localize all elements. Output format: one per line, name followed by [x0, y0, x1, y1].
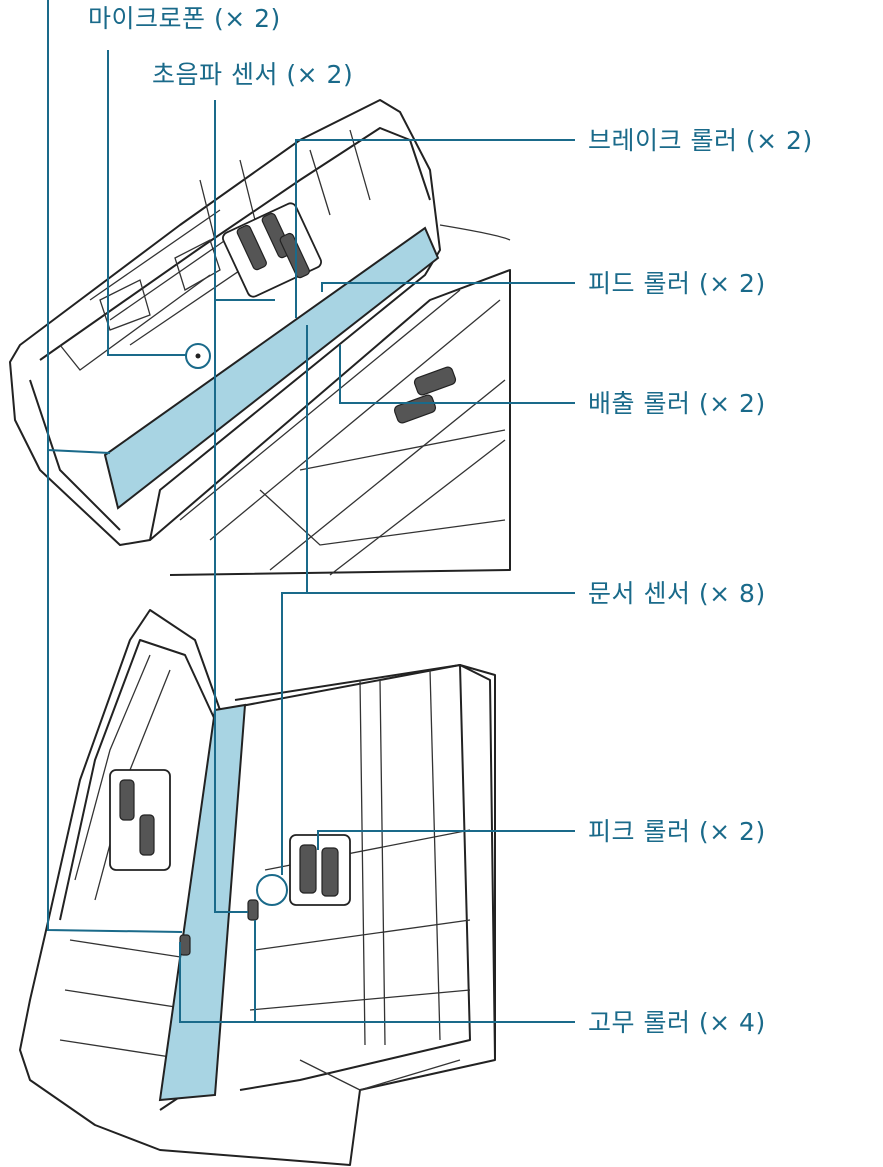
- bottom-glass: [158, 703, 247, 1102]
- document-sensor-circle: [256, 874, 288, 906]
- adf-upper-unit-illustration: [9, 99, 511, 576]
- eject-roller-label: 배출 롤러 (× 2): [588, 389, 766, 418]
- document-sensor-label: 문서 센서 (× 8): [588, 579, 766, 608]
- brake-roller-assembly: [222, 202, 322, 298]
- brake-roller-label: 브레이크 롤러 (× 2): [588, 126, 813, 155]
- top-glass: [103, 226, 440, 510]
- rubber-roller-label: 고무 롤러 (× 4): [588, 1008, 766, 1037]
- leader-lines: [47, 0, 575, 1023]
- microphone-label: 마이크로폰 (× 2): [88, 4, 281, 33]
- ultrasonic-sensor-label: 초음파 센서 (× 2): [152, 60, 354, 89]
- pick-roller-label: 피크 롤러 (× 2): [588, 817, 766, 846]
- scanner-body-illustration: [19, 609, 496, 1166]
- feed-roller-label: 피드 롤러 (× 2): [588, 269, 766, 298]
